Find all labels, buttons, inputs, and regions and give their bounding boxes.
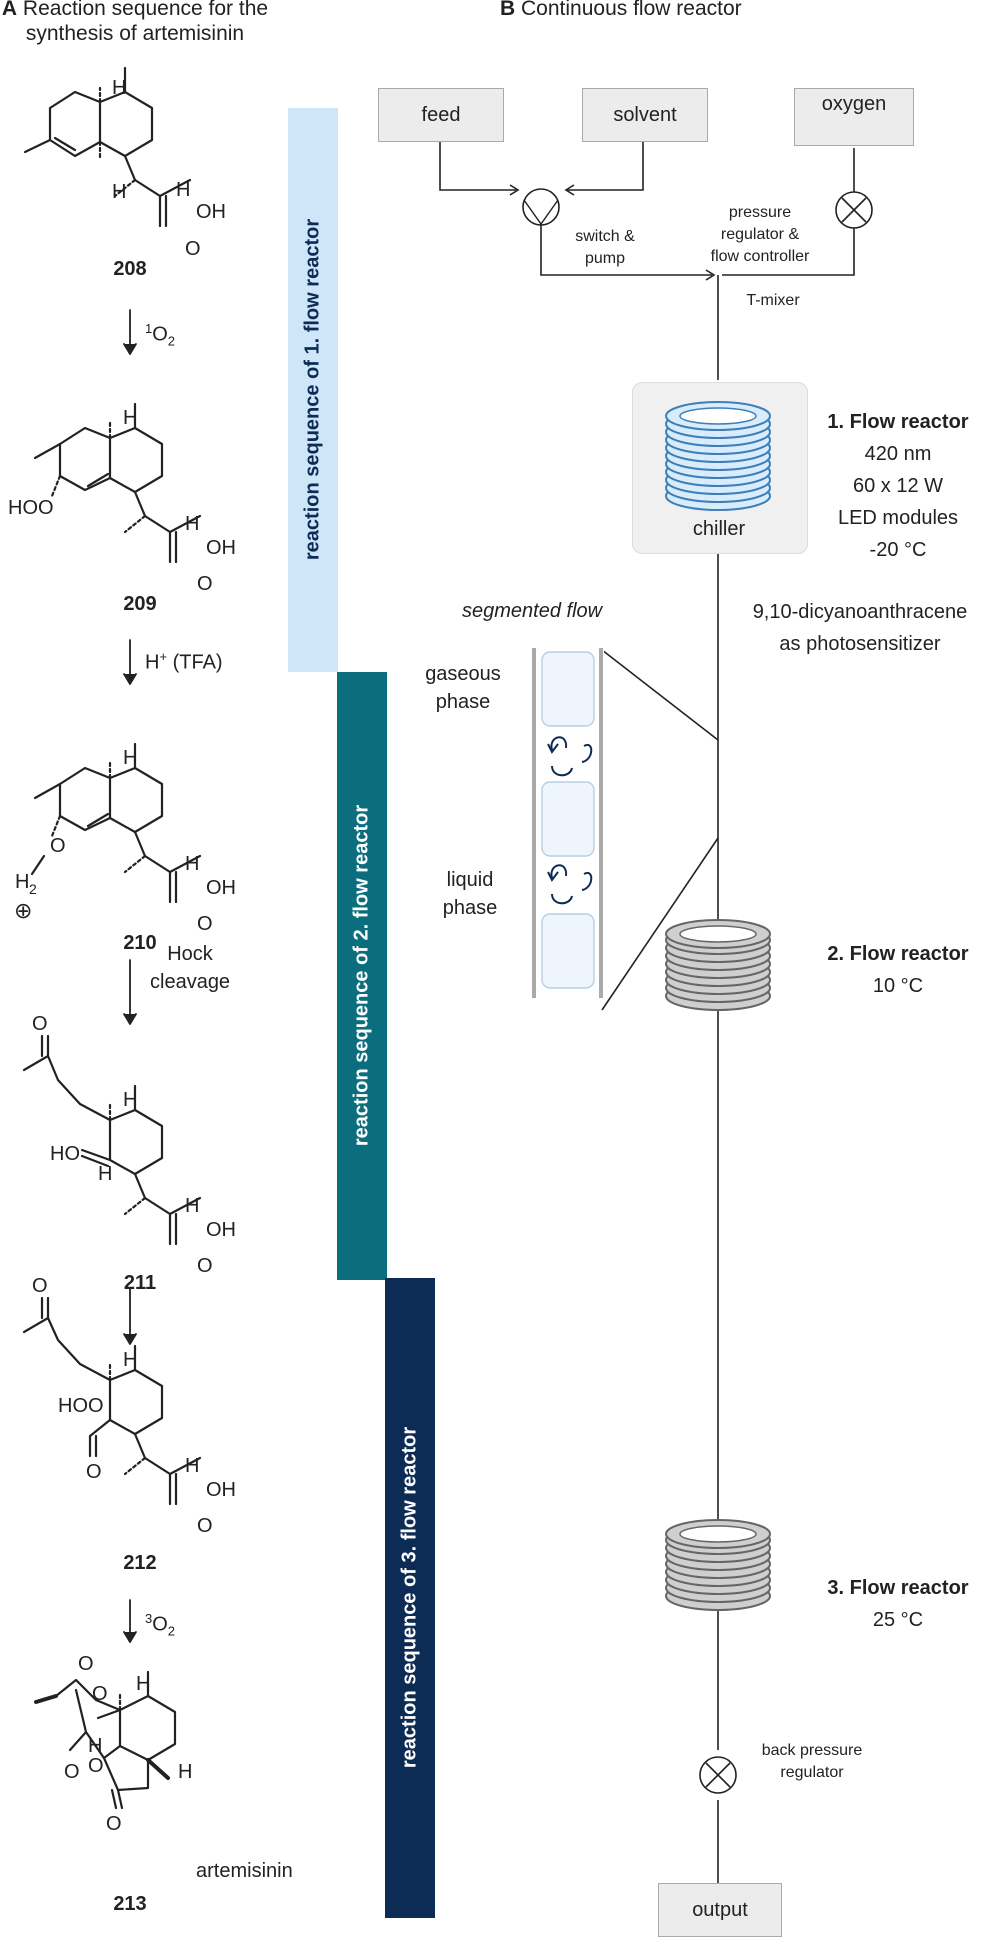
svg-text:O: O	[32, 1013, 48, 1035]
svg-text:H: H	[185, 1195, 199, 1217]
svg-text:O: O	[197, 1515, 213, 1537]
svg-text:H: H	[15, 871, 29, 893]
svg-text:⊕: ⊕	[14, 898, 32, 923]
svg-text:OH: OH	[206, 537, 236, 559]
segmented-flow-tube	[532, 648, 604, 998]
arrow-reagent-5: 3O2	[145, 1611, 176, 1639]
artemisinin-label: artemisinin	[196, 1860, 293, 1882]
panel-b-title: B Continuous flow reactor	[500, 0, 742, 20]
svg-text:O: O	[92, 1683, 108, 1705]
band-reactor-3: reaction sequence of 3. flow reactor	[385, 1278, 435, 1918]
svg-text:O: O	[50, 835, 66, 857]
gray-coil-reactor-2-icon	[665, 919, 771, 1011]
svg-text:H: H	[185, 513, 199, 535]
svg-text:HOO: HOO	[8, 497, 54, 519]
reaction-arrows	[123, 309, 137, 1643]
arrow-reagent-2: H+ (TFA)	[145, 649, 223, 674]
compound-label-210: 210	[123, 932, 157, 954]
svg-text:O: O	[88, 1755, 104, 1777]
svg-text:H: H	[123, 1349, 137, 1371]
structure-210	[30, 742, 202, 904]
structure-212	[22, 1296, 202, 1506]
svg-text:O: O	[106, 1813, 122, 1835]
switch-pump-label: switch &pump	[575, 228, 635, 267]
structure-208	[23, 66, 192, 228]
band-reactor-1: reaction sequence of 1. flow reactor	[288, 108, 338, 672]
svg-text:H: H	[185, 853, 199, 875]
segmented-flow-label: segmented flow	[462, 600, 603, 622]
structure-213	[34, 1670, 177, 1810]
compound-label-211: 211	[123, 1272, 157, 1294]
compound-label-208: 208	[113, 258, 147, 280]
gray-coil-reactor-3-icon	[665, 1519, 771, 1611]
svg-text:O: O	[32, 1275, 48, 1297]
pressure-regulator-icon	[835, 191, 873, 229]
svg-text:H: H	[123, 747, 137, 769]
back-pressure-regulator-icon	[699, 1756, 737, 1794]
chiller-label: chiller	[692, 518, 746, 540]
svg-text:HOO: HOO	[58, 1395, 104, 1417]
structure-211	[22, 1034, 202, 1246]
svg-text:H: H	[136, 1673, 150, 1695]
svg-text:H: H	[123, 1089, 137, 1111]
compound-label-209: 209	[123, 593, 157, 615]
structure-209	[33, 402, 202, 564]
reactor-1-label: 1. Flow reactor 420 nm 60 x 12 W LED mod…	[827, 411, 969, 561]
reactor-2-label: 2. Flow reactor 10 °C	[827, 943, 969, 997]
output-box: output	[658, 1883, 782, 1937]
arrow-reagent-1: 1O2	[145, 321, 176, 349]
svg-text:O: O	[86, 1461, 102, 1483]
solvent-box: solvent	[582, 88, 708, 142]
oxygen-box: oxygen	[794, 88, 914, 146]
panel-a-title: A Reaction sequence for the synthesis of…	[1, 0, 269, 45]
svg-text:H: H	[98, 1163, 112, 1185]
svg-text:OH: OH	[206, 1479, 236, 1501]
svg-text:H: H	[176, 179, 190, 201]
svg-text:H: H	[123, 407, 137, 429]
svg-text:OH: OH	[206, 1219, 236, 1241]
compound-label-212: 212	[123, 1552, 157, 1574]
svg-text:H: H	[112, 77, 126, 99]
svg-text:2: 2	[29, 881, 37, 897]
band-reactor-2: reaction sequence of 2. flow reactor	[337, 672, 387, 1280]
svg-text:OH: OH	[196, 201, 226, 223]
gas-segment-2	[541, 781, 595, 857]
svg-text:O: O	[64, 1761, 80, 1783]
svg-text:HO: HO	[50, 1143, 80, 1165]
svg-text:O: O	[197, 573, 213, 595]
mixing-arrows-icon	[547, 736, 593, 905]
svg-text:O: O	[185, 238, 201, 260]
svg-text:O: O	[197, 913, 213, 935]
svg-text:OH: OH	[206, 877, 236, 899]
gas-segment-3	[541, 913, 595, 989]
svg-text:O: O	[197, 1255, 213, 1277]
compound-label-213: 213	[113, 1893, 147, 1915]
reactor-3-label: 3. Flow reactor 25 °C	[827, 1577, 969, 1631]
t-mixer-label: T-mixer	[746, 292, 800, 309]
feed-box: feed	[378, 88, 504, 142]
gas-segment-1	[541, 651, 595, 727]
svg-text:H: H	[88, 1735, 102, 1757]
svg-text:H: H	[185, 1455, 199, 1477]
svg-text:H: H	[112, 181, 126, 203]
blue-coil-reactor-icon	[665, 401, 771, 511]
switch-pump-icon	[522, 188, 560, 226]
svg-text:H: H	[178, 1761, 192, 1783]
svg-text:O: O	[78, 1653, 94, 1675]
